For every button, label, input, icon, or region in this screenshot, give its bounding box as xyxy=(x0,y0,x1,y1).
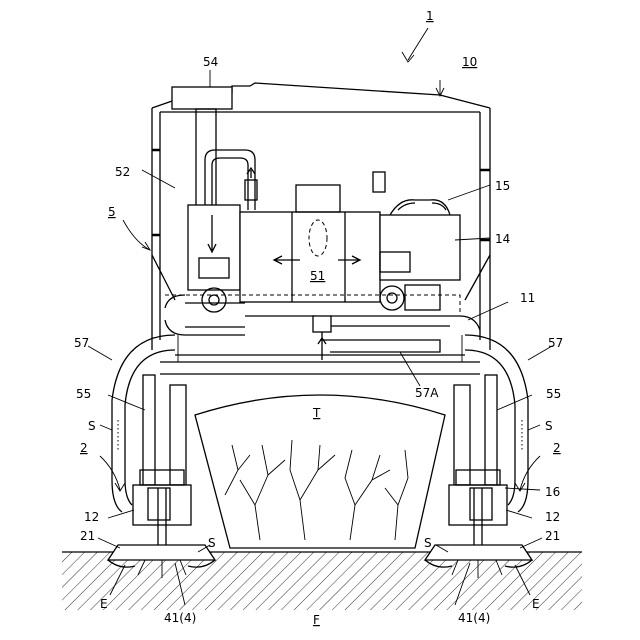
label-body: 10 xyxy=(462,55,477,69)
label-tank-right: 14 xyxy=(495,232,510,246)
label-top-tank: 54 xyxy=(203,55,218,69)
top-tank xyxy=(172,87,232,209)
label-pipe: 57A xyxy=(415,386,439,400)
label-frame: 11 xyxy=(520,291,535,305)
label-floor: F xyxy=(313,613,320,627)
label-main-ref: 1 xyxy=(426,9,434,23)
label-nozzle-left: 41(4) xyxy=(164,611,196,625)
pipe-network xyxy=(160,295,480,374)
label-s-right: S xyxy=(545,419,553,433)
label-head-left: 12 xyxy=(84,510,99,524)
label-hose-left: 57 xyxy=(74,336,89,350)
label-s-foot-left: S xyxy=(208,536,216,550)
label-motor: 15 xyxy=(495,179,510,193)
label-foot-right: 21 xyxy=(545,529,560,543)
right-support xyxy=(449,375,507,545)
label-center-unit: 51 xyxy=(310,269,325,283)
label-head-right: 16 xyxy=(545,485,560,499)
label-support-left: 55 xyxy=(76,387,91,401)
center-unit xyxy=(240,185,380,302)
ground xyxy=(62,552,582,610)
left-support xyxy=(133,375,191,545)
label-e-left: E xyxy=(100,597,108,611)
label-duct-group: 5 xyxy=(108,205,116,219)
label-head-right-num: 12 xyxy=(545,510,560,524)
label-hose-right: 57 xyxy=(548,336,563,350)
label-pump-left: 52 xyxy=(115,165,130,179)
label-support-right: 55 xyxy=(546,387,561,401)
label-wheel-right: 2 xyxy=(553,441,561,455)
label-e-right: E xyxy=(532,597,540,611)
label-s-left: S xyxy=(88,419,96,433)
label-wheel-left: 2 xyxy=(80,441,88,455)
label-target: T xyxy=(312,406,321,420)
label-s-foot-right: S xyxy=(424,536,432,550)
label-nozzle-right: 41(4) xyxy=(458,611,490,625)
right-tank xyxy=(373,172,460,310)
label-foot-left: 21 xyxy=(80,529,95,543)
